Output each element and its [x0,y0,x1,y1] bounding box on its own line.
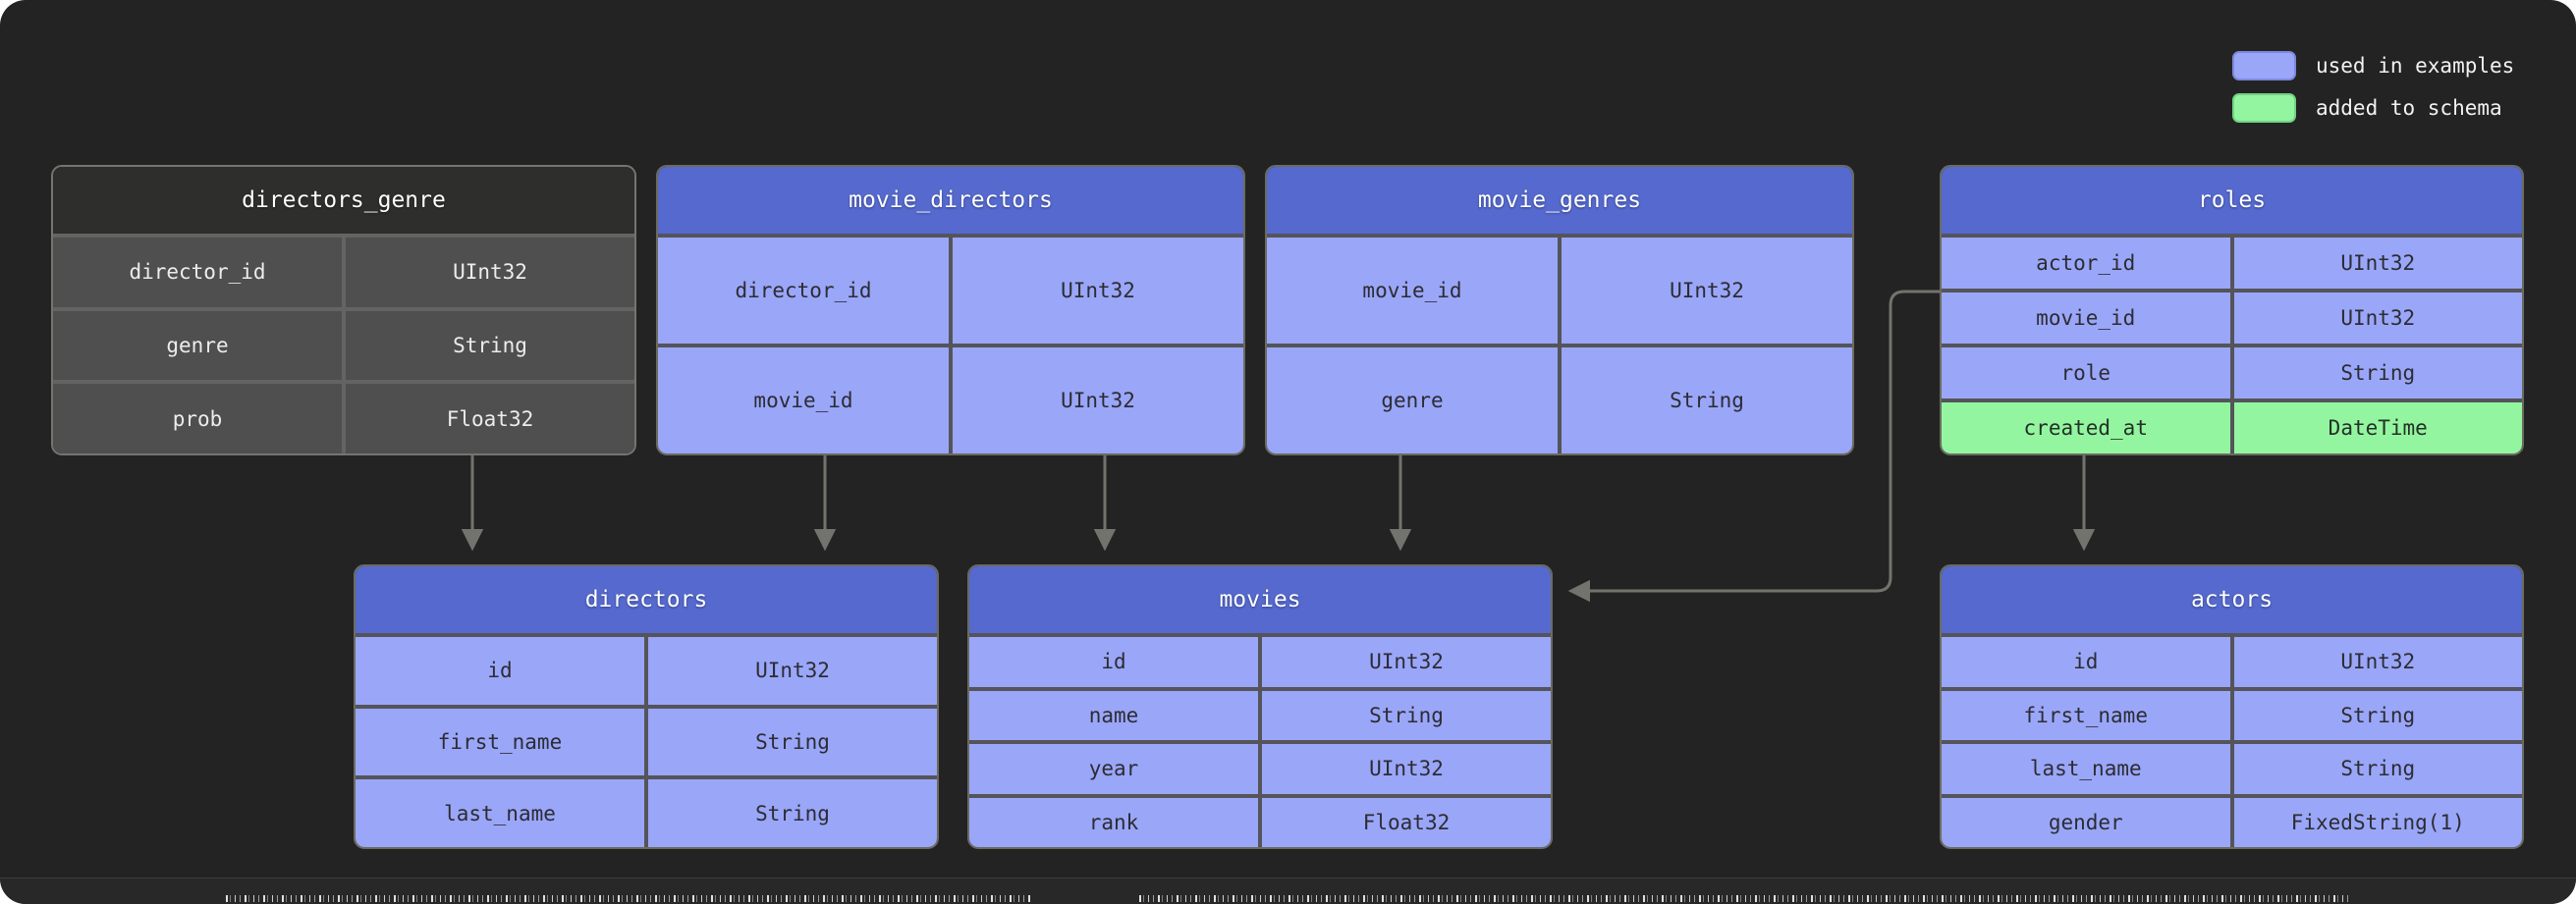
table-title: directors [356,566,937,637]
column-type: String [755,730,830,754]
table-title: movie_genres [1267,167,1852,238]
column-name: genre [1267,347,1562,453]
table-row: genre String [53,306,634,381]
table-title: roles [1942,167,2522,238]
table-row: actor_id UInt32 [1942,238,2522,289]
clipped-text-noise [1139,895,2352,902]
column-type: UInt32 [1670,279,1744,302]
column-type: Float32 [446,406,534,431]
table-row: prob Float32 [53,380,634,453]
column-type: String [755,801,830,825]
column-name: id [356,637,648,705]
table-title: movies [969,566,1551,637]
column-type: String [1670,389,1744,412]
column-type: Float32 [1362,810,1451,834]
table-row: last_name String [356,775,937,847]
column-name: actor_id [1942,238,2234,289]
column-name: movie_id [658,347,953,453]
table-movies: movies id UInt32 name String year UInt32… [967,564,1553,849]
table-row: last_name String [1942,740,2522,794]
table-row: id UInt32 [969,637,1551,687]
column-type: UInt32 [755,659,830,683]
legend-swatch-used-in-examples [2232,51,2296,80]
bottom-screen-edge-artifact [0,877,2576,904]
column-name: last_name [1942,744,2234,794]
table-directors-genre: directors_genre director_id UInt32 genre… [51,165,636,455]
table-row: movie_id UInt32 [1267,238,1852,344]
legend-swatch-added-to-schema [2232,93,2296,123]
column-name: prob [53,384,346,453]
column-type: UInt32 [1369,650,1444,674]
column-type: UInt32 [2340,251,2416,275]
table-row: rank Float32 [969,793,1551,847]
table-row: year UInt32 [969,740,1551,794]
table-row: first_name String [1942,686,2522,740]
column-type: UInt32 [1061,389,1135,412]
column-name: rank [969,797,1262,847]
column-type: UInt32 [2340,650,2416,674]
column-name: director_id [53,238,346,307]
table-row: genre String [1267,344,1852,453]
legend-item-used-in-examples: used in examples [2232,51,2514,80]
table-actors: actors id UInt32 first_name String last_… [1940,564,2524,849]
table-title: actors [1942,566,2522,637]
table-row: first_name String [356,704,937,776]
legend-label: used in examples [2316,54,2515,78]
column-type: String [2340,703,2416,727]
column-type: String [2340,757,2416,781]
column-name: genre [53,310,346,381]
column-name: gender [1942,797,2234,847]
table-movie-directors: movie_directors director_id UInt32 movie… [656,165,1245,455]
column-type: DateTime [2328,416,2428,440]
table-row-added-to-schema: created_at DateTime [1942,399,2522,453]
column-type: FixedString(1) [2290,810,2465,834]
column-name: name [969,690,1262,740]
column-name: id [1942,637,2234,687]
column-name: last_name [356,779,648,847]
table-row: id UInt32 [356,637,937,705]
column-type: UInt32 [1061,279,1135,302]
table-title: directors_genre [53,167,634,238]
column-type: String [1369,703,1444,727]
table-row: director_id UInt32 [658,238,1243,344]
column-name: first_name [356,708,648,776]
table-row: name String [969,686,1551,740]
column-name: movie_id [1267,238,1562,344]
legend: used in examples added to schema [2232,51,2514,135]
table-row: movie_id UInt32 [1942,289,2522,344]
table-title: movie_directors [658,167,1243,238]
table-row: director_id UInt32 [53,238,634,307]
table-row: gender FixedString(1) [1942,793,2522,847]
column-type: UInt32 [453,260,527,285]
table-row: movie_id UInt32 [658,344,1243,453]
column-type: String [2340,361,2416,385]
table-row: id UInt32 [1942,637,2522,687]
column-name: id [969,637,1262,687]
column-type: String [453,334,527,357]
column-name: created_at [1942,402,2234,453]
column-name: first_name [1942,690,2234,740]
legend-item-added-to-schema: added to schema [2232,93,2514,123]
column-name: year [969,744,1262,794]
column-name: director_id [658,238,953,344]
column-name: movie_id [1942,292,2234,344]
column-name: role [1942,347,2234,399]
column-type: UInt32 [1369,757,1444,781]
table-movie-genres: movie_genres movie_id UInt32 genre Strin… [1265,165,1854,455]
column-type: UInt32 [2340,306,2416,330]
clipped-text-noise [226,895,1031,902]
table-roles: roles actor_id UInt32 movie_id UInt32 ro… [1940,165,2524,455]
table-directors: directors id UInt32 first_name String la… [354,564,939,849]
table-row: role String [1942,344,2522,399]
legend-label: added to schema [2316,96,2502,120]
